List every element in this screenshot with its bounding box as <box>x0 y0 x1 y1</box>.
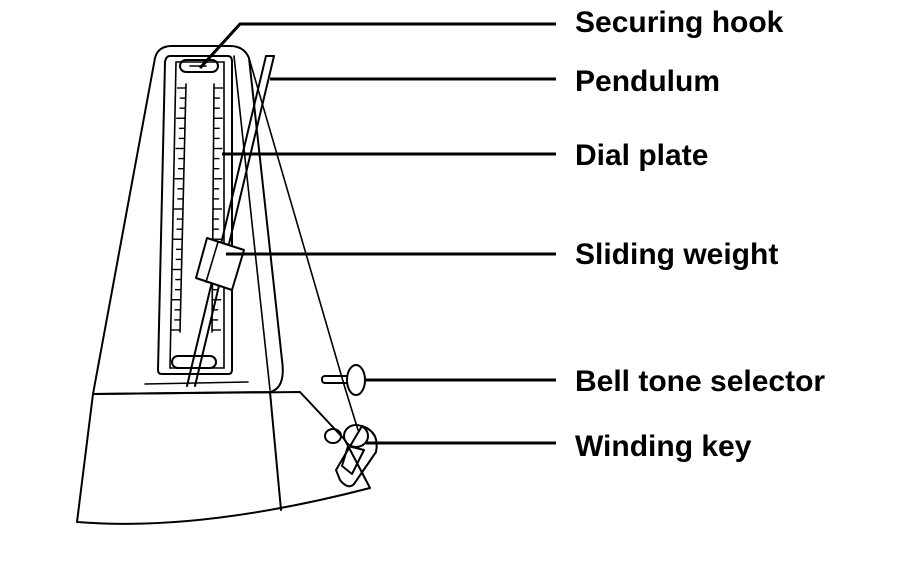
bell-tone-selector <box>321 364 366 396</box>
label-sliding-weight: Sliding weight <box>575 238 778 271</box>
dial-plate <box>157 55 233 375</box>
label-dial-plate: Dial plate <box>575 139 708 172</box>
winding-key <box>324 424 378 488</box>
sliding-weight <box>195 237 245 291</box>
dial-scale-ticks <box>171 87 223 331</box>
metronome-body <box>76 45 371 525</box>
pendulum-rod <box>186 55 275 387</box>
label-winding-key: Winding key <box>575 430 752 463</box>
label-securing-hook: Securing hook <box>575 6 784 39</box>
leader-lines <box>198 22 556 445</box>
label-pendulum: Pendulum <box>575 65 720 98</box>
labels: Securing hook Pendulum Dial plate Slidin… <box>575 6 825 463</box>
label-bell-tone-selector: Bell tone selector <box>575 365 825 398</box>
leader-securing-hook <box>198 22 556 70</box>
